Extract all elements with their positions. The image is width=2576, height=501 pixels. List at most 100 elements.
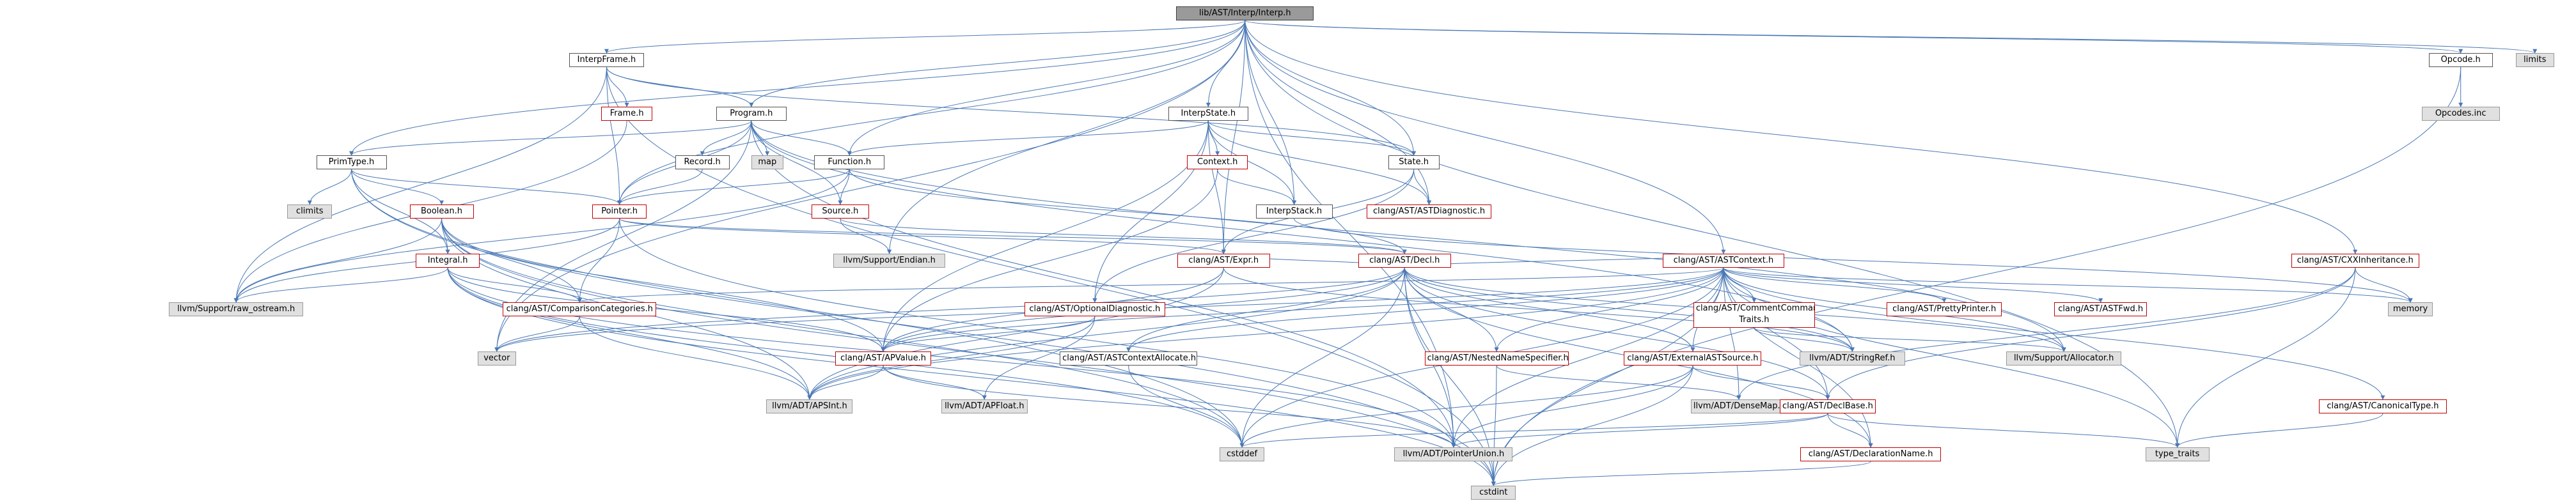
- edge-astctxalloc-to-cstddef: [1128, 365, 1245, 448]
- edge-optdiag-to-apsint: [807, 316, 1096, 400]
- graph-node-astdiag[interactable]: clang/AST/ASTDiagnostic.h: [1367, 204, 1492, 219]
- graph-node-memory[interactable]: memory: [2388, 302, 2433, 316]
- edge-root-to-function: [847, 20, 1246, 156]
- edge-root-to-astdiag: [1245, 20, 1432, 205]
- graph-node-pointer[interactable]: Pointer.h: [592, 204, 647, 219]
- edge-decl-to-cstdint: [1404, 267, 1496, 486]
- edge-extsource-to-cstdint: [1491, 365, 1693, 486]
- graph-node-cxxinh[interactable]: clang/AST/CXXInheritance.h: [2291, 254, 2419, 268]
- edge-program-to-record: [700, 120, 752, 156]
- edge-source-to-decl: [840, 218, 1407, 254]
- graph-node-interpstate[interactable]: InterpState.h: [1168, 107, 1248, 121]
- graph-node-function[interactable]: Function.h: [814, 155, 885, 169]
- edge-root-to-ptrunion: [1245, 20, 1456, 448]
- graph-node-vector[interactable]: vector: [477, 351, 516, 366]
- edge-root-to-primtype: [349, 20, 1246, 156]
- graph-node-expr[interactable]: clang/AST/Expr.h: [1177, 254, 1270, 268]
- edge-primtype-to-cstddef: [351, 169, 1245, 448]
- edge-primtype-to-climits: [307, 169, 352, 205]
- graph-node-nns[interactable]: clang/AST/NestedNameSpecifier.h: [1424, 351, 1569, 366]
- graph-node-opcode[interactable]: Opcode.h: [2428, 53, 2493, 67]
- edge-optdiag-to-apvalue: [881, 316, 1096, 352]
- graph-node-astctxalloc[interactable]: clang/AST/ASTContextAllocate.h: [1060, 351, 1198, 366]
- graph-node-compcat[interactable]: clang/AST/ComparisonCategories.h: [503, 302, 657, 316]
- edge-astcontext-to-ptrunion: [1451, 267, 1724, 448]
- graph-node-rawostream[interactable]: llvm/Support/raw_ostream.h: [169, 302, 304, 316]
- edge-commentcmd-to-allocator: [1754, 327, 2066, 352]
- edge-pointer-to-ptrunion: [619, 218, 1456, 448]
- graph-node-opcodesinc[interactable]: Opcodes.inc: [2421, 107, 2500, 121]
- edge-context-to-interpstack: [1217, 169, 1297, 205]
- graph-node-apfloat[interactable]: llvm/ADT/APFloat.h: [941, 399, 1028, 413]
- edge-compcat-to-apsint: [579, 316, 812, 400]
- edge-pointer-to-compcat: [577, 218, 620, 303]
- graph-node-astfwd[interactable]: clang/AST/ASTFwd.h: [2054, 302, 2148, 316]
- edge-root-to-cxxinh: [1245, 20, 2358, 254]
- graph-node-root[interactable]: lib/AST/Interp/Interp.h: [1176, 6, 1314, 20]
- graph-node-frame[interactable]: Frame.h: [601, 107, 653, 121]
- edge-primtype-to-pointer: [351, 169, 622, 205]
- graph-node-cstddef[interactable]: cstddef: [1220, 447, 1265, 461]
- edge-astcontext-to-apvalue: [881, 267, 1724, 352]
- graph-node-decl[interactable]: clang/AST/Decl.h: [1358, 254, 1451, 268]
- graph-node-declbase[interactable]: clang/AST/DeclBase.h: [1779, 399, 1876, 413]
- graph-node-source[interactable]: Source.h: [811, 204, 869, 219]
- edge-astcontext-to-astctxalloc: [1126, 267, 1724, 352]
- edge-interpstack-to-memory: [1294, 218, 2413, 303]
- edge-pointer-to-expr: [619, 218, 1226, 254]
- graph-node-stringref[interactable]: llvm/ADT/StringRef.h: [1799, 351, 1905, 366]
- graph-node-map[interactable]: map: [751, 155, 783, 169]
- edge-optdiag-to-apfloat: [982, 316, 1096, 400]
- graph-node-apsint[interactable]: llvm/ADT/APSInt.h: [766, 399, 853, 413]
- graph-node-declname[interactable]: clang/AST/DeclarationName.h: [1800, 447, 1942, 461]
- graph-node-endian[interactable]: llvm/Support/Endian.h: [833, 254, 946, 268]
- edge-integral-to-rawostream: [233, 267, 448, 303]
- edge-interpstate-to-interpstack: [1207, 120, 1297, 205]
- edge-interpstate-to-expr: [1207, 120, 1226, 254]
- graph-node-program[interactable]: Program.h: [716, 107, 787, 121]
- edge-boolean-to-apvalue: [441, 218, 886, 352]
- graph-node-apvalue[interactable]: clang/AST/APValue.h: [835, 351, 932, 366]
- graph-node-ptrunion[interactable]: llvm/ADT/PointerUnion.h: [1394, 447, 1513, 461]
- graph-node-prettyprinter[interactable]: clang/AST/PrettyPrinter.h: [1887, 302, 2002, 316]
- graph-node-cstdint[interactable]: cstdint: [1471, 486, 1516, 500]
- graph-node-typetraits[interactable]: type_traits: [2145, 447, 2210, 461]
- graph-node-commentcmd[interactable]: clang/AST/CommentCommand Traits.h: [1693, 302, 1815, 328]
- edge-decl-to-apsint: [807, 267, 1405, 400]
- graph-node-integral[interactable]: Integral.h: [416, 254, 480, 268]
- edge-astcontext-to-prettyprinter: [1723, 267, 1947, 303]
- graph-node-record[interactable]: Record.h: [675, 155, 730, 169]
- edge-integral-to-apvalue: [447, 267, 886, 352]
- edge-decl-to-cstddef: [1239, 267, 1405, 448]
- graph-node-extsource[interactable]: clang/AST/ExternalASTSource.h: [1624, 351, 1762, 366]
- edge-root-to-pointer: [617, 20, 1246, 205]
- graph-node-interpframe[interactable]: InterpFrame.h: [569, 53, 644, 67]
- edge-extsource-to-cstddef: [1239, 365, 1693, 448]
- edge-astcontext-to-declname: [1723, 267, 1873, 448]
- edge-cxxinh-to-densemap: [1736, 267, 2356, 400]
- edge-boolean-to-rawostream: [233, 218, 443, 303]
- graph-node-limits[interactable]: limits: [2515, 53, 2554, 67]
- edge-apvalue-to-apsint: [807, 365, 884, 400]
- graph-node-boolean[interactable]: Boolean.h: [409, 204, 474, 219]
- graph-node-canontype[interactable]: clang/AST/CanonicalType.h: [2318, 399, 2447, 413]
- graph-node-optdiag[interactable]: clang/AST/OptionalDiagnostic.h: [1024, 302, 1165, 316]
- graph-node-primtype[interactable]: PrimType.h: [316, 155, 387, 169]
- edge-commentcmd-to-stringref: [1754, 327, 1855, 352]
- graph-node-interpstack[interactable]: InterpStack.h: [1255, 204, 1333, 219]
- edge-root-to-state: [1245, 20, 1417, 156]
- edge-primtype-to-cstdint: [351, 169, 1496, 486]
- graph-node-context[interactable]: Context.h: [1187, 155, 1248, 169]
- graph-node-astcontext[interactable]: clang/AST/ASTContext.h: [1662, 254, 1784, 268]
- edge-decl-to-extsource: [1404, 267, 1695, 352]
- graph-node-state[interactable]: State.h: [1388, 155, 1440, 169]
- graph-node-allocator[interactable]: llvm/Support/Allocator.h: [2006, 351, 2122, 366]
- edge-interpstate-to-function: [847, 120, 1209, 156]
- graph-node-densemap[interactable]: llvm/ADT/DenseMap.h: [1690, 399, 1787, 413]
- edge-extsource-to-declbase: [1692, 365, 1830, 400]
- edge-expr-to-apsint: [807, 267, 1224, 400]
- graph-node-climits[interactable]: climits: [287, 204, 333, 219]
- edge-boolean-to-cstdint: [441, 218, 1496, 486]
- edge-interpframe-to-frame: [606, 66, 629, 107]
